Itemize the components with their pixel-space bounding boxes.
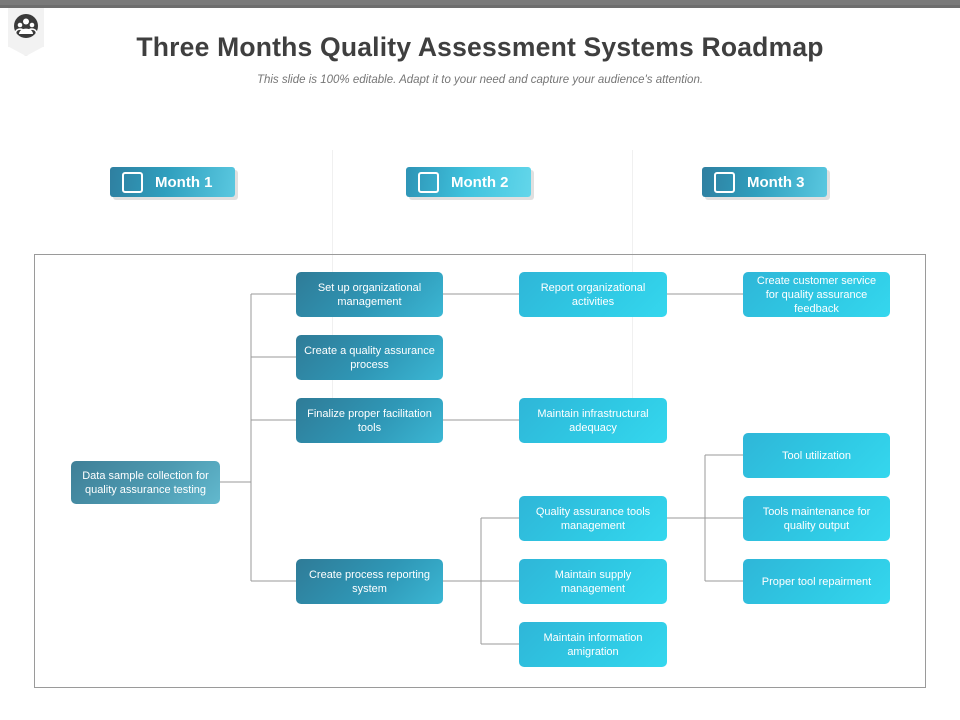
node-m2-quality-assurance-tools-management[interactable]: Quality assurance tools management [519,496,667,541]
group-people-icon-glyph [14,14,38,38]
month-1-header[interactable]: Month 1 [110,167,235,197]
square-outline-icon [122,171,143,193]
node-label: Tools maintenance for quality output [762,505,871,532]
node-label: Maintain supply management [554,568,632,595]
node-m2-maintain-information-amigration[interactable]: Maintain information amigration [519,622,667,667]
group-people-icon [8,8,44,56]
month-1-label: Month 1 [155,173,213,191]
node-label: Finalize proper facilitation tools [307,407,432,434]
node-root[interactable]: Data sample collection for quality assur… [71,461,220,504]
node-m2-maintain-supply-management[interactable]: Maintain supply management [519,559,667,604]
node-label: Quality assurance tools management [535,505,651,532]
month-3-header[interactable]: Month 3 [702,167,827,197]
node-label: Create a quality assurance process [304,344,435,371]
node-m3-create-customer-service-feedback[interactable]: Create customer service for quality assu… [743,272,890,317]
node-label: Maintain information amigration [543,631,643,658]
top-bar-inner [0,0,960,5]
node-m3-tool-utilization[interactable]: Tool utilization [743,433,890,478]
square-outline-icon [418,171,439,193]
diagram-frame [34,254,926,688]
node-label: Tool utilization [781,449,852,462]
node-label: Create customer service for quality assu… [756,274,877,315]
node-root-label: Data sample collection for quality assur… [82,469,209,496]
node-m3-tools-maintenance-for-quality-output[interactable]: Tools maintenance for quality output [743,496,890,541]
page-title: Three Months Quality Assessment Systems … [136,32,824,62]
node-label: Set up organizational management [317,281,422,308]
node-m1-set-up-organizational-management[interactable]: Set up organizational management [296,272,443,317]
node-m3-proper-tool-repairment[interactable]: Proper tool repairment [743,559,890,604]
node-m2-maintain-infrastructural-adequacy[interactable]: Maintain infrastructural adequacy [519,398,667,443]
node-m1-create-quality-assurance-process[interactable]: Create a quality assurance process [296,335,443,380]
node-label: Maintain infrastructural adequacy [537,407,649,434]
page-subtitle: This slide is 100% editable. Adapt it to… [256,74,704,86]
node-label: Create process reporting system [308,568,431,595]
top-bar [0,0,960,8]
node-m1-create-process-reporting-system[interactable]: Create process reporting system [296,559,443,604]
node-m1-finalize-proper-facilitation-tools[interactable]: Finalize proper facilitation tools [296,398,443,443]
node-m2-report-organizational-activities[interactable]: Report organizational activities [519,272,667,317]
node-label: Report organizational activities [540,281,646,308]
month-2-header[interactable]: Month 2 [406,167,531,197]
month-2-label: Month 2 [451,173,509,191]
node-label: Proper tool repairment [761,575,872,588]
square-outline-icon [714,171,735,193]
month-3-label: Month 3 [747,173,805,191]
